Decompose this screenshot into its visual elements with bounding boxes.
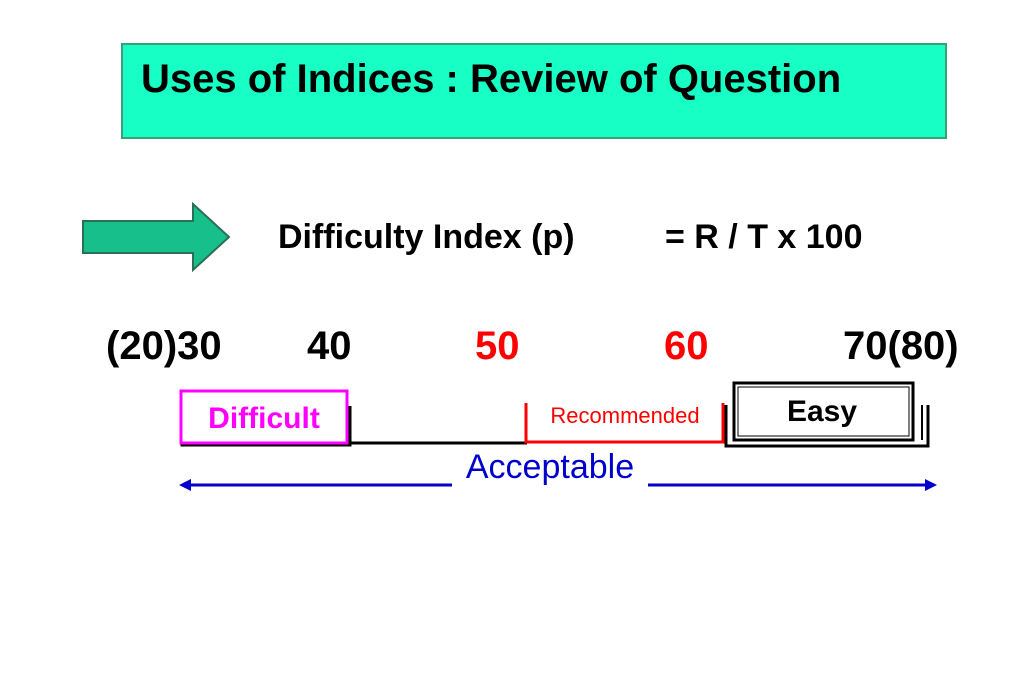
difficult-box [179,389,349,445]
arrowhead-left-icon [179,479,191,491]
acceptable-arrow [179,479,937,491]
title-box: Uses of Indices : Review of Question [121,43,947,139]
tick-label-60: 60 [664,324,709,368]
tick-label-40: 40 [307,324,352,368]
easy-box-inner [737,386,910,437]
easy-box [732,381,915,442]
recommended-bracket [524,403,725,444]
acceptable-label: Acceptable [466,448,634,486]
formula-label: Difficulty Index (p) [278,218,575,256]
right-arrow-icon [82,202,231,272]
formula-equation: = R / T x 100 [665,218,863,256]
recommended-label: Recommended [550,403,699,428]
difficult-label: Difficult [208,402,320,435]
tick-label-50: 50 [475,324,520,368]
slide-title: Uses of Indices : Review of Question [141,57,842,101]
arrowhead-right-icon [925,479,937,491]
easy-label: Easy [787,395,857,428]
easy-bracket [724,405,930,448]
tick-label-70: 70(80) [843,324,959,368]
tick-label-30: (20)30 [106,324,222,368]
